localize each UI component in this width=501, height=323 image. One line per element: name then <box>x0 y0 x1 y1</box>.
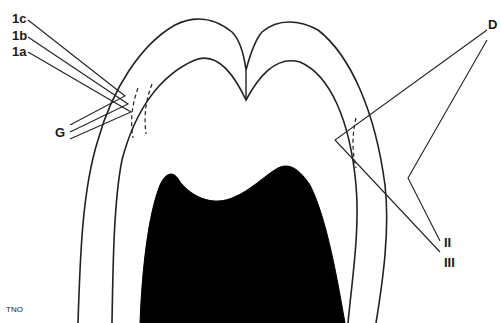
leader-lines <box>28 20 487 252</box>
callout-label: 1b <box>12 29 27 42</box>
callout-label: 1a <box>12 45 26 58</box>
callout-label: III <box>444 256 455 269</box>
dashed-zone <box>132 88 138 138</box>
dashed-zone <box>145 84 152 134</box>
fissure <box>245 70 246 100</box>
callout-label: 1c <box>12 12 26 25</box>
callout-label: D <box>488 18 497 31</box>
callout-label: TNO <box>6 306 23 314</box>
callout-label: G <box>55 126 65 139</box>
enamel-outline <box>78 19 387 323</box>
pulp <box>140 166 345 323</box>
callout-label: II <box>444 236 451 249</box>
dentin-outline <box>112 58 357 323</box>
